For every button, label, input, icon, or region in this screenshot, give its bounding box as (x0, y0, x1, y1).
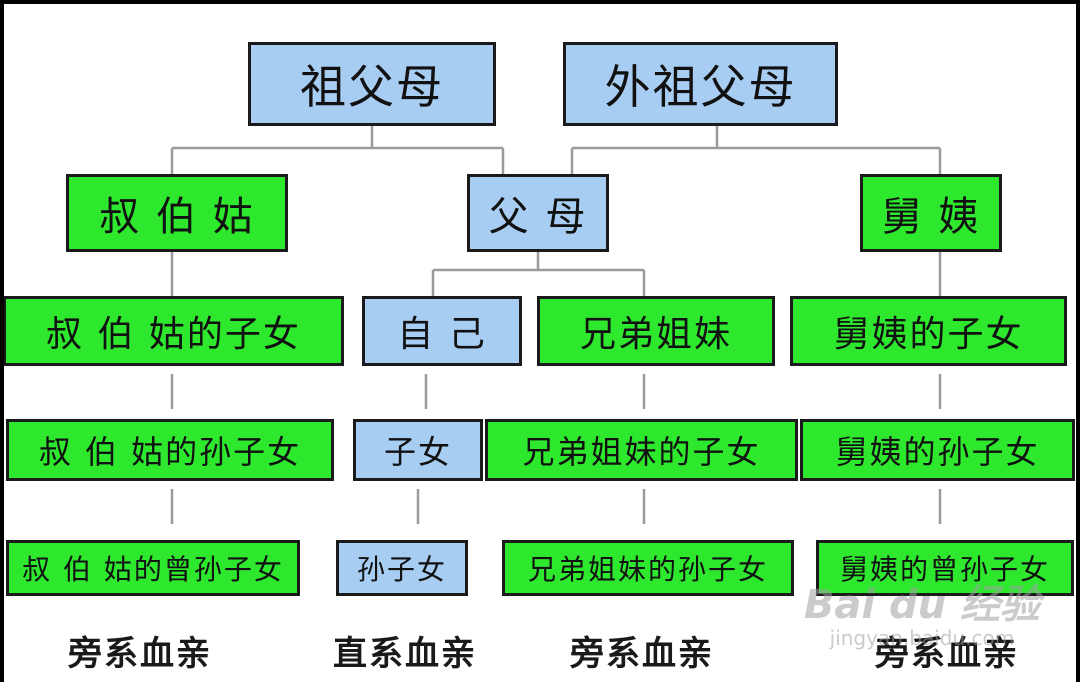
node-maternal-grandparents: 外祖父母 (563, 42, 838, 126)
node-maternal-cousins: 舅姨的子女 (790, 296, 1067, 366)
node-self: 自 己 (362, 296, 522, 366)
node-paternal-cousins: 叔 伯 姑的子女 (3, 296, 344, 366)
caption-collateral-left: 旁系血亲 (68, 634, 212, 674)
caption-lineal: 直系血亲 (333, 634, 477, 674)
node-siblings: 兄弟姐妹 (537, 296, 775, 366)
connector-lines (170, 126, 942, 524)
caption-collateral-middle: 旁系血亲 (570, 634, 714, 674)
node-paternal-cousins-grandchildren: 叔 伯 姑的曾孙子女 (6, 540, 300, 596)
caption-collateral-right: 旁系血亲 (875, 634, 1019, 674)
node-maternal-uncles-aunts: 舅 姨 (860, 174, 1002, 252)
node-grandparents: 祖父母 (248, 42, 496, 126)
node-children: 子女 (353, 419, 483, 481)
node-siblings-grandchildren: 兄弟姐妹的孙子女 (502, 540, 794, 596)
left-border (0, 0, 4, 682)
node-grandchildren: 孙子女 (336, 540, 468, 596)
node-paternal-cousins-children: 叔 伯 姑的孙子女 (6, 419, 334, 481)
node-maternal-cousins-grandchildren: 舅姨的曾孙子女 (816, 540, 1074, 596)
right-border (1076, 0, 1080, 682)
node-maternal-cousins-children: 舅姨的孙子女 (800, 419, 1075, 481)
node-siblings-children: 兄弟姐妹的子女 (485, 419, 798, 481)
node-paternal-uncles-aunts: 叔 伯 姑 (66, 174, 288, 252)
node-parents: 父 母 (467, 174, 609, 252)
